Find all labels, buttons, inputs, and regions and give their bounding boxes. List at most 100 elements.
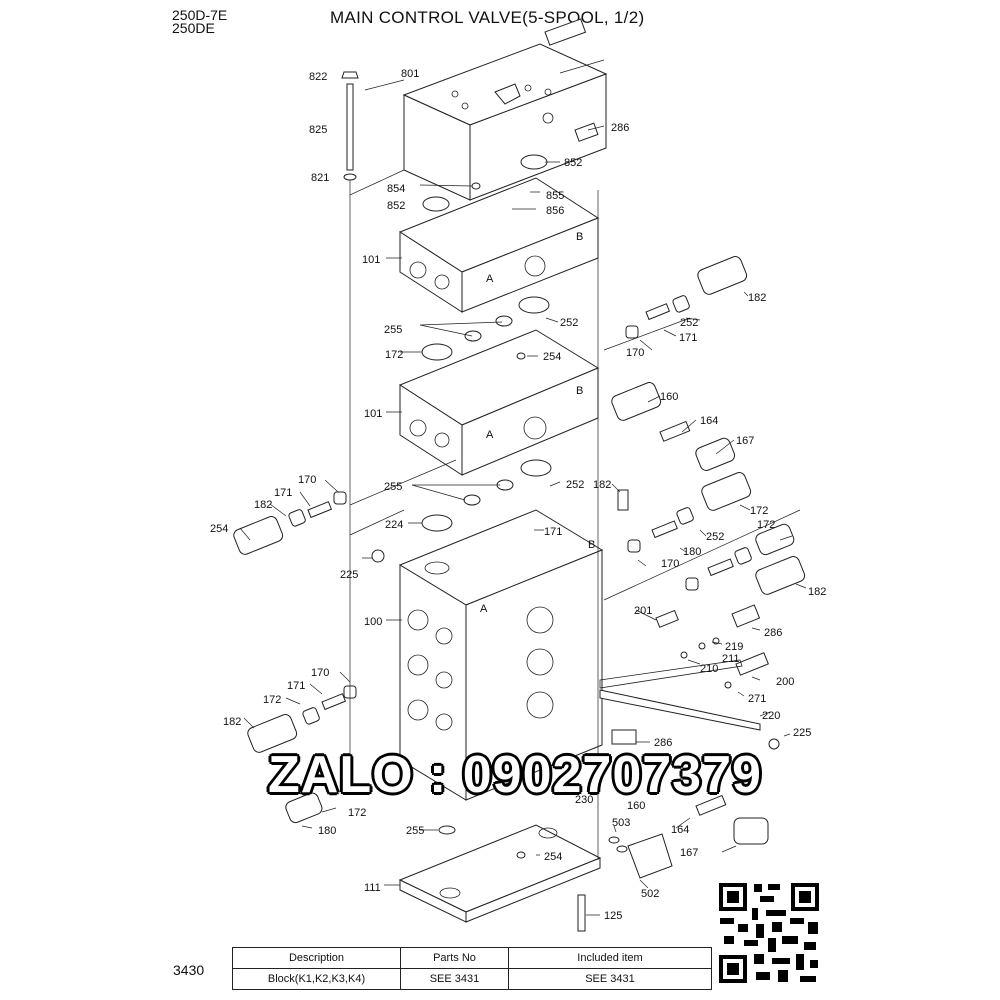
callout-101: 101 bbox=[362, 254, 380, 266]
callout-825: 825 bbox=[309, 124, 327, 136]
callout-225: 225 bbox=[793, 727, 811, 739]
plug-167-b bbox=[733, 817, 769, 845]
svg-text:A: A bbox=[486, 429, 494, 441]
callout-180: 180 bbox=[318, 825, 336, 837]
callout-502: 502 bbox=[641, 888, 659, 900]
bottom-plate-111 bbox=[398, 824, 602, 923]
seat-170-d bbox=[333, 491, 347, 505]
callout-252: 252 bbox=[706, 531, 724, 543]
relief-assembly-182-b bbox=[701, 472, 752, 511]
callout-164: 164 bbox=[700, 415, 718, 427]
relief-assembly-182-e bbox=[247, 714, 298, 753]
spring-171-e bbox=[321, 693, 347, 711]
poppet-172-c bbox=[734, 547, 752, 565]
plug-225-b bbox=[768, 738, 780, 750]
model-code-2: 250DE bbox=[172, 20, 215, 36]
plug-201 bbox=[655, 609, 679, 628]
spring-164-b bbox=[695, 794, 727, 816]
cell-included-item: SEE 3431 bbox=[508, 968, 712, 990]
spring-164-a bbox=[659, 420, 691, 442]
plug-167-a bbox=[695, 437, 736, 471]
callout-180: 180 bbox=[683, 546, 701, 558]
svg-text:B: B bbox=[588, 539, 595, 551]
plug-286-b bbox=[731, 604, 761, 628]
callout-286: 286 bbox=[611, 122, 629, 134]
callout-167: 167 bbox=[680, 847, 698, 859]
oring-852-b bbox=[422, 196, 450, 212]
diagram-title: MAIN CONTROL VALVE(5-SPOOL, 1/2) bbox=[330, 8, 645, 27]
callout-503: 503 bbox=[612, 817, 630, 829]
rod-220 bbox=[599, 659, 761, 731]
plug-225-a bbox=[371, 549, 385, 563]
seat-170-a bbox=[625, 325, 639, 339]
poppet-172-b bbox=[676, 507, 694, 525]
oring-852-a bbox=[520, 154, 548, 170]
callout-101: 101 bbox=[364, 408, 382, 420]
spring-171-d bbox=[307, 501, 333, 519]
callout-230: 230 bbox=[575, 794, 593, 806]
plug-286-top bbox=[574, 122, 599, 142]
callout-182: 182 bbox=[748, 292, 766, 304]
callout-821: 821 bbox=[311, 172, 329, 184]
callout-286: 286 bbox=[654, 737, 672, 749]
svg-text:A: A bbox=[486, 273, 494, 285]
relief-assembly-182-a bbox=[697, 256, 748, 295]
block-101-lower: AB bbox=[398, 329, 600, 476]
svg-text:B: B bbox=[576, 385, 583, 397]
callout-125: 125 bbox=[604, 910, 622, 922]
callout-822: 822 bbox=[309, 71, 327, 83]
header-included-item: Included item bbox=[508, 947, 712, 969]
oring-254-a bbox=[516, 352, 526, 360]
relief-assembly-182-c bbox=[755, 556, 806, 595]
table-header-row: Description Parts No Included item bbox=[232, 947, 712, 969]
header-parts-no: Parts No bbox=[400, 947, 509, 969]
oring-252-a bbox=[518, 296, 550, 314]
callout-170: 170 bbox=[661, 558, 679, 570]
relief-assembly-160-a bbox=[611, 382, 662, 421]
oring-252-b bbox=[421, 343, 453, 361]
callout-201: 201 bbox=[634, 605, 652, 617]
callout-171: 171 bbox=[679, 332, 697, 344]
callout-170: 170 bbox=[298, 474, 316, 486]
callout-111: 111 bbox=[364, 882, 381, 894]
oring-252-c bbox=[520, 459, 552, 477]
callout-220: 220 bbox=[762, 710, 780, 722]
callout-182: 182 bbox=[254, 499, 272, 511]
cover-502 bbox=[627, 833, 673, 879]
relief-assembly-182-d bbox=[233, 516, 284, 555]
callout-172: 172 bbox=[385, 349, 403, 361]
callout-172: 172 bbox=[348, 807, 366, 819]
oring-503 bbox=[608, 836, 628, 853]
callout-252: 252 bbox=[560, 317, 578, 329]
plug-286-c bbox=[611, 729, 637, 745]
spring-171-a bbox=[645, 303, 671, 321]
plug-180-b bbox=[285, 792, 323, 824]
seat-170-c bbox=[685, 577, 699, 591]
svg-text:A: A bbox=[480, 603, 488, 615]
callout-160: 160 bbox=[660, 391, 678, 403]
callout-182: 182 bbox=[223, 716, 241, 728]
parts-table: Description Parts No Included item Block… bbox=[232, 947, 712, 990]
poppet-172-e bbox=[302, 707, 320, 725]
callout-255: 255 bbox=[384, 481, 402, 493]
callout-170: 170 bbox=[626, 347, 644, 359]
callout-852: 852 bbox=[387, 200, 405, 212]
callout-211: 211 bbox=[722, 653, 740, 665]
table-row: Block(K1,K2,K3,K4) SEE 3431 SEE 3431 bbox=[232, 968, 712, 990]
oring-254-c bbox=[516, 851, 526, 859]
stud-bolt-825 bbox=[341, 71, 405, 196]
callout-172: 172 bbox=[263, 694, 281, 706]
callout-171: 171 bbox=[544, 526, 562, 538]
callout-801: 801 bbox=[401, 68, 419, 80]
callout-255: 255 bbox=[406, 825, 424, 837]
callout-855: 855 bbox=[546, 190, 564, 202]
callout-200: 200 bbox=[776, 676, 794, 688]
model-code-1: 250D-7E bbox=[172, 7, 228, 23]
callout-286: 286 bbox=[764, 627, 782, 639]
oring-252-d bbox=[421, 514, 453, 532]
svg-text:B: B bbox=[576, 231, 583, 243]
callout-167: 167 bbox=[736, 435, 754, 447]
callout-271: 271 bbox=[748, 693, 766, 705]
